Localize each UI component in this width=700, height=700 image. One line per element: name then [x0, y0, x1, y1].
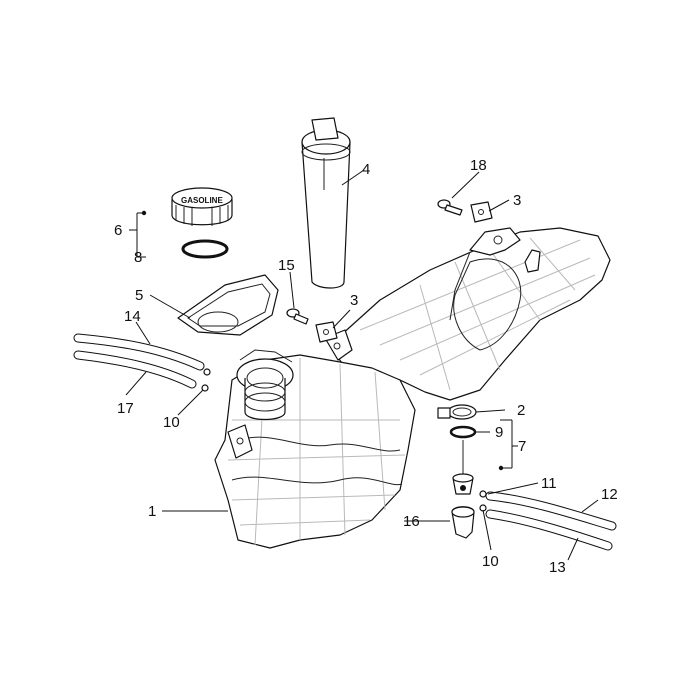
callout-2: 2 — [517, 402, 525, 419]
o-ring-8 — [181, 239, 229, 259]
callout-18: 18 — [470, 157, 487, 174]
hose-17 — [73, 350, 197, 389]
hose-14 — [73, 333, 205, 371]
callout-4: 4 — [362, 161, 370, 178]
callout-labels: 1 2 3 3 4 5 6 7 8 9 10 10 11 12 13 14 15… — [114, 157, 618, 576]
callout-6: 6 — [114, 222, 122, 239]
callout-5: 5 — [135, 287, 143, 304]
callout-9: 9 — [495, 424, 503, 441]
fuel-tank — [214, 227, 611, 549]
hose-clips-10-left — [201, 368, 211, 392]
hose-clips-10-11-right — [479, 490, 487, 512]
callout-10-right: 10 — [482, 553, 499, 570]
callout-12: 12 — [601, 486, 618, 503]
hose-13 — [485, 509, 613, 551]
leader-lines — [125, 169, 599, 561]
callout-3-lower: 3 — [350, 292, 358, 309]
fuel-level-sensor — [301, 117, 351, 289]
callout-7: 7 — [518, 438, 526, 455]
callout-8: 8 — [134, 249, 142, 266]
callout-11: 11 — [541, 475, 557, 492]
callout-16: 16 — [403, 513, 420, 530]
callout-15: 15 — [278, 257, 295, 274]
screw-15 — [286, 308, 309, 325]
fuel-cap: GASOLINE — [171, 187, 233, 226]
callout-14: 14 — [124, 308, 141, 325]
tap-cover — [451, 506, 475, 539]
callout-1: 1 — [148, 503, 156, 520]
cap-label: GASOLINE — [181, 196, 223, 205]
callout-10-left: 10 — [163, 414, 180, 431]
screw-18 — [437, 199, 463, 216]
callout-3-upper: 3 — [513, 192, 521, 209]
hose-12 — [485, 491, 617, 531]
fuel-tap — [452, 440, 474, 495]
clamp-2 — [437, 404, 477, 420]
callout-13: 13 — [549, 559, 566, 576]
nut-clip-3-lower — [315, 321, 338, 343]
o-ring-9 — [449, 425, 477, 439]
callout-17: 17 — [117, 400, 134, 417]
nut-clip-3-upper — [470, 201, 493, 223]
tank-tray — [177, 274, 279, 336]
